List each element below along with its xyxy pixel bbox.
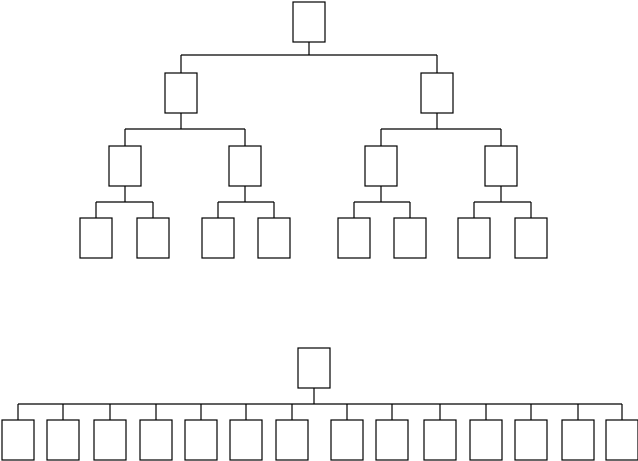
tree-node-L4-2 [136,217,170,259]
tree-node-L4-5 [337,217,371,259]
tree-node-L3-2 [228,145,262,187]
tree-node-L4-1 [79,217,113,259]
tree-node-L1-1 [292,1,326,43]
flat-child-node-1 [1,419,35,461]
tree-node-L3-4 [484,145,518,187]
flat-child-node-7 [275,419,309,461]
tree-node-L2-1 [164,72,198,114]
flat-child-node-2 [46,419,80,461]
flat-child-node-8 [330,419,364,461]
flat-child-node-10 [423,419,457,461]
flat-child-node-6 [229,419,263,461]
tree-node-L4-8 [514,217,548,259]
tree-node-L4-3 [201,217,235,259]
tree-node-L4-7 [457,217,491,259]
flat-child-node-4 [139,419,173,461]
binary-tree [79,1,548,259]
tree-node-L3-1 [108,145,142,187]
flat-child-node-12 [514,419,548,461]
flat-child-node-14 [605,419,638,461]
flat-child-node-11 [469,419,503,461]
flat-root-node [297,347,331,389]
flat-child-node-9 [375,419,409,461]
flat-child-node-13 [561,419,595,461]
flat-tree [1,347,638,461]
tree-node-L3-3 [364,145,398,187]
tree-node-L2-2 [420,72,454,114]
flat-child-node-5 [184,419,218,461]
tree-node-L4-4 [257,217,291,259]
flat-child-node-3 [93,419,127,461]
tree-node-L4-6 [393,217,427,259]
